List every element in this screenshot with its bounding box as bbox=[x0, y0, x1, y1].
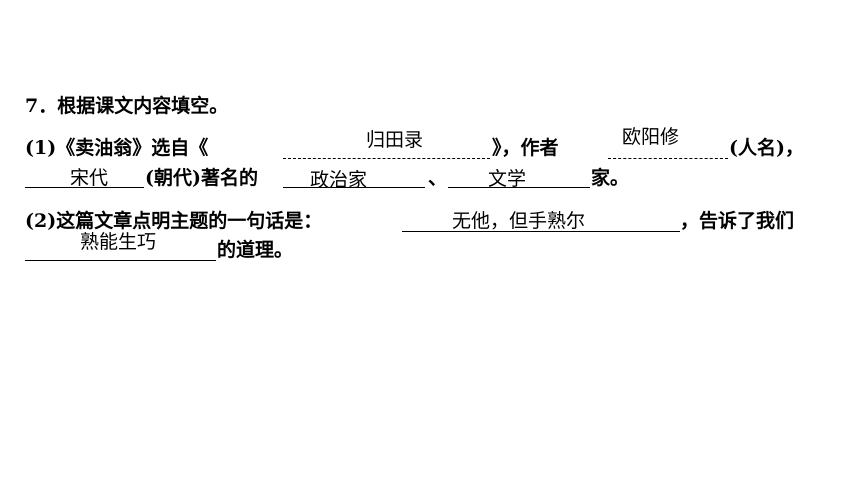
lesson-blank[interactable] bbox=[25, 260, 216, 261]
dynasty-blank[interactable] bbox=[25, 187, 144, 188]
part1-prefix: (1)《卖油翁》选自《 bbox=[25, 137, 209, 159]
role2-blank[interactable] bbox=[448, 187, 590, 188]
answer-dynasty: 宋代 bbox=[70, 167, 109, 189]
part1-line2-text: (朝代)著名的 bbox=[145, 167, 258, 189]
book-title-blank[interactable] bbox=[283, 158, 490, 159]
answer-author: 欧阳修 bbox=[622, 126, 680, 148]
answer-role1: 政治家 bbox=[310, 169, 368, 191]
answer-theme: 无他，但手熟尔 bbox=[452, 210, 586, 232]
answer-lesson: 熟能生巧 bbox=[80, 231, 157, 253]
answer-book: 归田录 bbox=[366, 129, 424, 151]
part2-prefix: (2)这篇文章点明主题的一句话是： bbox=[25, 210, 323, 232]
part1-suffix: (人名)， bbox=[729, 137, 804, 159]
part1-end: 家。 bbox=[591, 167, 630, 189]
theme-blank[interactable] bbox=[402, 231, 680, 232]
answer-role2: 文学 bbox=[488, 168, 527, 190]
part1-author-label: 》，作者 bbox=[492, 137, 559, 159]
part2-end: 的道理。 bbox=[217, 239, 294, 261]
author-blank[interactable] bbox=[608, 158, 728, 159]
question-title: 7．根据课文内容填空。 bbox=[25, 95, 229, 117]
part2-mid: ，告诉了我们 bbox=[680, 210, 795, 232]
part1-separator: 、 bbox=[428, 167, 448, 189]
role1-blank[interactable] bbox=[283, 187, 425, 188]
